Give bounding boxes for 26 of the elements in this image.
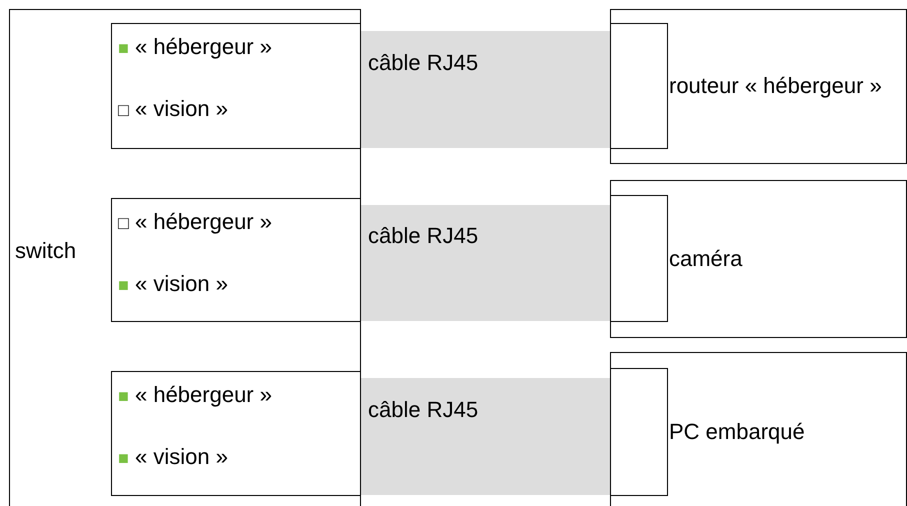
cable-band: [361, 378, 610, 495]
cable-band: [361, 205, 610, 321]
vlan-label: ■ « vision »: [118, 444, 228, 471]
device-box: [610, 9, 907, 164]
vlan-label: ■ « hébergeur »: [118, 34, 272, 61]
vlan-label: □ « vision »: [118, 96, 228, 123]
vlan-label: ■ « vision »: [118, 271, 228, 298]
device-label: routeur « hébergeur »: [669, 73, 882, 99]
device-box: [610, 180, 907, 338]
edge-label: câble RJ45: [368, 396, 478, 422]
port-box: [111, 371, 361, 496]
vlan-label: □ « hébergeur »: [118, 209, 272, 236]
port-box: [111, 198, 361, 322]
port-box: [610, 23, 668, 149]
vlan-label: ■ « hébergeur »: [118, 382, 272, 409]
port-box: [111, 23, 361, 149]
device-label: caméra: [669, 246, 742, 272]
port-box: [610, 195, 668, 322]
cable-band: [361, 31, 610, 148]
device-label: PC embarqué: [669, 419, 805, 445]
switch-label: switch: [15, 238, 76, 264]
device-box: [610, 352, 907, 506]
port-box: [610, 368, 668, 496]
switch-box: [9, 9, 361, 506]
edge-label: câble RJ45: [368, 50, 478, 76]
edge-label: câble RJ45: [368, 223, 478, 249]
